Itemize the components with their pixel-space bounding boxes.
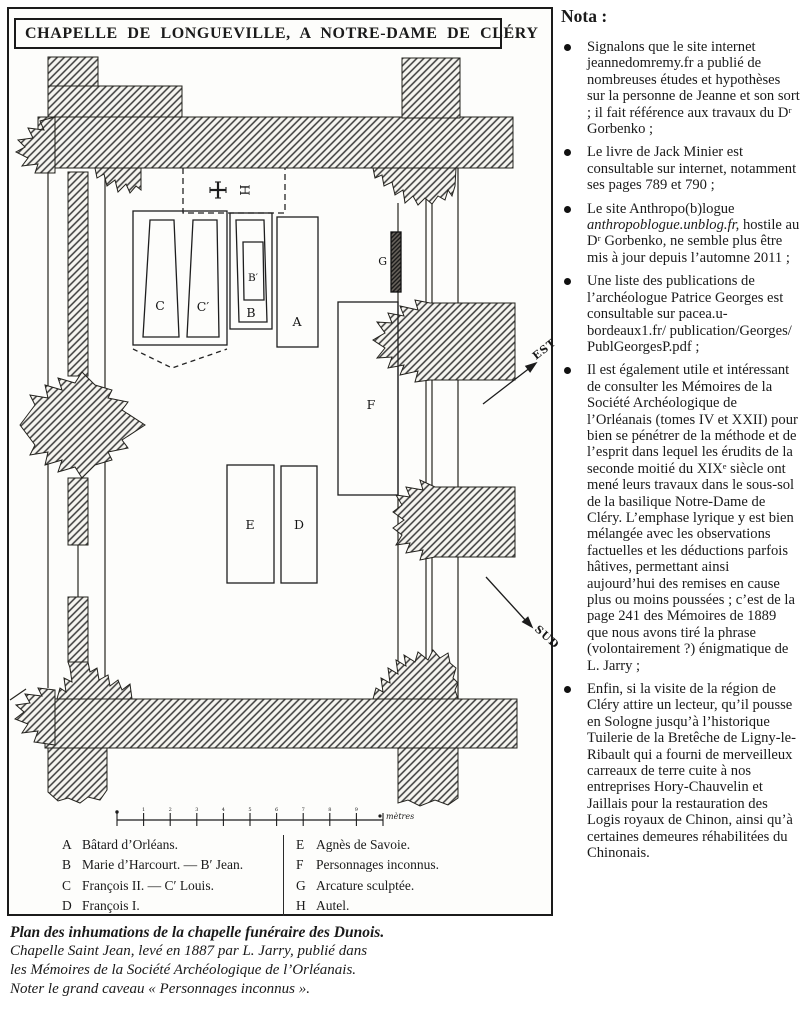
svg-text:1: 1	[142, 807, 145, 813]
label-tomb-a: A	[291, 314, 302, 329]
nota-list: Signalons que le site internet jeannedom…	[561, 39, 800, 862]
compass-east-label: EST	[530, 337, 558, 363]
scale-bar: 1 2 3 4 5 6 7 8 9 mètres	[115, 807, 414, 826]
tomb-a	[276, 216, 319, 348]
buttress-bottom-right	[397, 747, 459, 807]
compass-south-label: SUD	[532, 623, 561, 651]
tomb-c	[142, 219, 180, 338]
nota-item: Il est également utile et intéressant de…	[561, 362, 800, 674]
altar-area-outline	[182, 168, 286, 214]
bullet-icon	[564, 44, 571, 51]
cross-icon	[209, 181, 227, 199]
caption-line: Noter le grand caveau « Personnages inco…	[10, 981, 310, 997]
label-vault-f: F	[367, 397, 376, 412]
nota-item: Une liste des publications de l’archéolo…	[561, 273, 800, 355]
buttress-west-south	[13, 687, 56, 746]
tomb-c-prime	[186, 219, 220, 338]
label-tomb-e: E	[245, 517, 254, 532]
svg-text:6: 6	[275, 807, 278, 813]
bullet-icon	[564, 367, 571, 375]
svg-text:5: 5	[248, 807, 251, 813]
interior-features	[132, 210, 402, 584]
svg-text:8: 8	[328, 807, 331, 813]
compass-labels: EST SUD	[530, 337, 561, 652]
label-tomb-c: C	[155, 298, 165, 313]
nota-item: Le site Anthropo(b)logue anthropoblogue.…	[561, 201, 800, 267]
bullet-icon	[564, 205, 571, 213]
label-tomb-bp: B′	[248, 272, 259, 284]
buttress-top-right	[401, 57, 461, 119]
tomb-b-outline	[229, 212, 273, 330]
svg-text:9: 9	[355, 807, 358, 813]
bullet-icon	[564, 149, 571, 157]
svg-text:4: 4	[222, 807, 225, 813]
plan-labels: H C C′ B′ B A F E D G	[155, 184, 387, 532]
buttress-west-north	[14, 116, 56, 174]
dashed-lines	[132, 168, 286, 369]
nota-item: Le livre de Jack Minier est consultable …	[561, 144, 800, 193]
altar-h-symbol: H	[236, 184, 251, 195]
svg-text:7: 7	[302, 807, 305, 813]
bullet-icon	[564, 278, 571, 286]
buttress-east-1	[372, 299, 516, 383]
bullet-icon	[564, 686, 571, 694]
tomb-cc-outline	[132, 210, 228, 346]
vault-f	[337, 301, 399, 496]
figure-caption: Plan des inhumations de la chapelle funé…	[10, 923, 460, 999]
caption-line: les Mémoires de la Société Archéologique…	[10, 962, 357, 978]
plan-title: CHAPELLE DE LONGUEVILLE, A NOTRE-DAME DE…	[14, 18, 538, 49]
svg-text:2: 2	[169, 807, 172, 813]
wall-south	[44, 698, 518, 749]
caption-title: Plan des inhumations de la chapelle funé…	[10, 924, 385, 941]
wall-north	[37, 116, 514, 169]
compass-arrows	[482, 361, 538, 629]
nota-item: Signalons que le site internet jeannedom…	[561, 39, 800, 137]
wall-west-upper	[67, 171, 89, 377]
tomb-d	[280, 465, 318, 584]
wall-lines	[9, 168, 459, 701]
svg-text:3: 3	[195, 807, 198, 813]
caption-line: Chapelle Saint Jean, levé en 1887 par L.…	[10, 943, 368, 959]
buttress-west-middle	[19, 371, 146, 479]
arcature-g	[390, 231, 402, 293]
label-tomb-b: B	[246, 305, 255, 320]
buttress-east-2	[392, 479, 516, 561]
label-tomb-d: D	[294, 517, 304, 532]
buttress-east-3	[372, 649, 459, 700]
masonry-walls	[13, 56, 518, 807]
tomb-b-prime	[242, 241, 265, 301]
label-arcature-g: G	[378, 255, 387, 268]
label-tomb-cp: C′	[197, 299, 210, 314]
nota-heading: Nota :	[561, 6, 608, 26]
nota-item: Enfin, si la visite de la région de Clér…	[561, 681, 800, 861]
tomb-e	[226, 464, 275, 584]
nota-column: Nota : Signalons que le site internet je…	[561, 6, 800, 869]
tomb-b	[235, 219, 268, 323]
scale-unit-label: mètres	[386, 812, 414, 821]
